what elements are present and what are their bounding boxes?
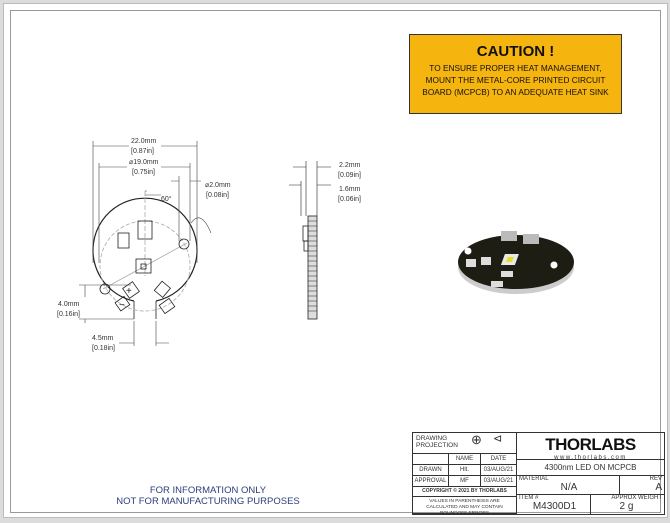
approval-label: APPROVAL	[413, 476, 449, 487]
weight-cell: APPROX WEIGHT 2 g	[591, 495, 664, 514]
cone-symbol-icon: ⊲	[493, 433, 503, 445]
drawing-title: 4300nm LED ON MCPCB	[517, 460, 664, 476]
projection-cell: DRAWING PROJECTION ⊕ ⊲	[413, 433, 517, 454]
diameter-dim-in: [0.75in]	[132, 169, 155, 176]
isometric-render	[458, 231, 574, 294]
logo-cell: THORLABS www.thorlabs.com	[517, 433, 664, 461]
item-label: ITEM #	[519, 495, 539, 501]
notch-depth-dim-in: [0.16in]	[57, 311, 80, 318]
notch-width-dim-in: [0.18in]	[92, 345, 115, 352]
plus-mark: +	[126, 286, 132, 297]
thickness-dim: 2.2mm	[339, 162, 361, 169]
disclaimer: FOR INFORMATION ONLY NOT FOR MANUFACTURI…	[91, 485, 325, 507]
caution-line: MOUNT THE METAL-CORE PRINTED CIRCUIT	[425, 75, 606, 85]
rev-value: A	[655, 482, 662, 493]
disclaimer-line2: NOT FOR MANUFACTURING PURPOSES	[116, 496, 300, 507]
item-value: M4300D1	[532, 501, 577, 512]
angle-dim: 60°	[161, 195, 172, 203]
sheet-border	[10, 10, 661, 513]
minus-mark: −	[119, 300, 125, 311]
rounding-note: VALUES IN PARENTHESIS ARE CALCULATED AND…	[413, 497, 517, 516]
caution-box: CAUTION ! TO ENSURE PROPER HEAT MANAGEME…	[409, 34, 622, 114]
caution-line: TO ENSURE PROPER HEAT MANAGEMENT,	[429, 63, 602, 73]
approval-name: MF	[449, 476, 481, 487]
projection-label: DRAWING PROJECTION	[416, 435, 458, 449]
notch-width-dim: 4.5mm	[92, 335, 114, 342]
material-label: MATERIAL	[519, 476, 549, 482]
front-dimensions: 22.0mm [0.87in] ⌀19.0mm [0.75in] ⌀2.0mm …	[57, 138, 231, 352]
notch-depth-dim: 4.0mm	[58, 301, 80, 308]
blank-cell	[413, 454, 449, 465]
diameter-dim: ⌀19.0mm	[129, 159, 159, 166]
width-dim-in: [0.87in]	[131, 148, 154, 155]
approval-date: 03/AUG/21	[481, 476, 517, 487]
thorlabs-logo: THORLABS	[545, 435, 636, 454]
name-header: NAME	[449, 454, 481, 465]
width-dim: 22.0mm	[131, 138, 156, 145]
website: www.thorlabs.com	[554, 455, 627, 461]
weight-label: APPROX WEIGHT	[611, 495, 662, 501]
item-cell: ITEM # M4300D1	[517, 495, 591, 514]
disclaimer-line1: FOR INFORMATION ONLY	[149, 485, 267, 496]
date-header: DATE	[481, 454, 517, 465]
drawn-label: DRAWN	[413, 465, 449, 476]
material-value: N/A	[560, 482, 578, 493]
board-thickness-dim-in: [0.06in]	[338, 196, 361, 203]
side-view	[289, 161, 331, 320]
title-block: DRAWING PROJECTION ⊕ ⊲ NAME DATE DRAWN H…	[412, 432, 665, 516]
rev-label: REV	[649, 476, 662, 482]
technical-drawing: 22.0mm [0.87in] ⌀19.0mm [0.75in] ⌀2.0mm …	[57, 138, 574, 352]
thickness-dim-in: [0.09in]	[338, 172, 361, 179]
caution-title: CAUTION !	[476, 43, 555, 60]
board-thickness-dim: 1.6mm	[339, 186, 361, 193]
copyright: COPYRIGHT © 2021 BY THORLABS	[413, 487, 517, 497]
drawing-sheet: 22.0mm [0.87in] ⌀19.0mm [0.75in] ⌀2.0mm …	[3, 3, 668, 518]
drawn-name: Hlt.	[449, 465, 481, 476]
rev-cell: REV A	[620, 476, 664, 495]
hole-dim-in: [0.08in]	[206, 192, 229, 199]
drawn-date: 03/AUG/21	[481, 465, 517, 476]
hole-dim: ⌀2.0mm	[205, 182, 231, 189]
caution-line: BOARD (MCPCB) TO AN ADEQUATE HEAT SINK	[422, 87, 609, 97]
material-cell: MATERIAL N/A	[517, 476, 620, 495]
front-view	[79, 141, 212, 346]
projection-symbol-icon: ⊕	[471, 432, 482, 447]
weight-value: 2 g	[619, 501, 634, 512]
